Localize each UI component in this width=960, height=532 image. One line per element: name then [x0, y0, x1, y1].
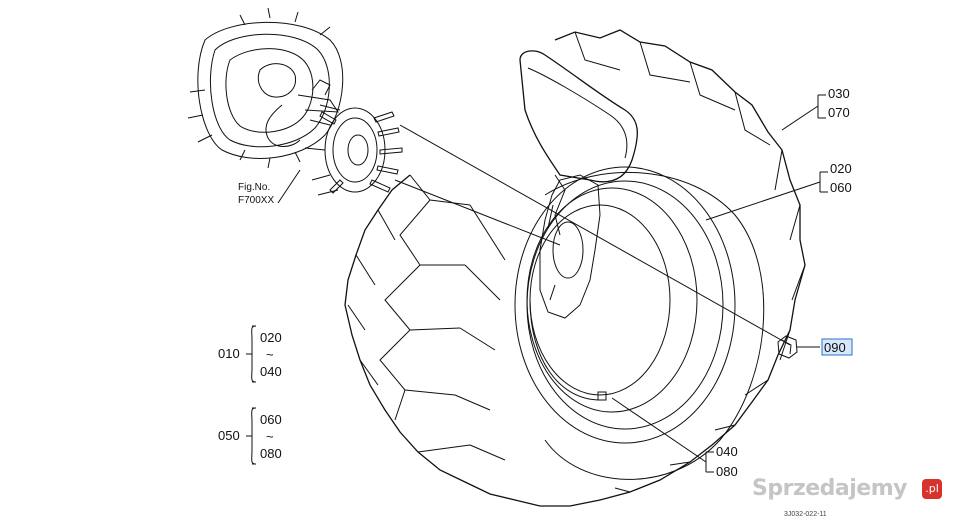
group-010: 010 020 ~ 040	[218, 325, 282, 383]
watermark-text: Sprzedajemy	[752, 476, 908, 501]
callout-090[interactable]: 090	[824, 340, 846, 355]
wheel-rim	[514, 166, 736, 444]
hub-flange	[304, 104, 403, 196]
group-010-tilde: ~	[266, 347, 274, 362]
leader-040-080	[611, 397, 707, 472]
fig-ref-leader	[277, 169, 301, 204]
group-050-to: 080	[260, 446, 282, 461]
callout-070: 070	[828, 105, 850, 120]
valve-stem	[597, 391, 607, 401]
callout-020: 020	[830, 161, 852, 176]
leader-030-070	[781, 95, 819, 131]
group-010-to: 040	[260, 364, 282, 379]
group-050-from: 060	[260, 412, 282, 427]
watermark-badge: .pl	[922, 479, 942, 499]
leader-020-060	[705, 172, 821, 221]
diagram-code: 3J032-022-11	[784, 511, 827, 518]
center-disc	[539, 174, 601, 319]
fig-no-label: Fig.No.	[238, 182, 270, 193]
axle-housing	[187, 7, 344, 169]
group-050-id: 050	[218, 428, 240, 443]
group-050-tilde: ~	[266, 429, 274, 444]
group-050: 050 060 ~ 080	[218, 407, 282, 465]
tire	[344, 29, 806, 507]
callout-060: 060	[830, 180, 852, 195]
callout-080: 080	[716, 464, 738, 479]
fender	[519, 50, 638, 236]
callout-040: 040	[716, 444, 738, 459]
callout-030: 030	[828, 86, 850, 101]
group-010-id: 010	[218, 346, 240, 361]
fig-no-value: F700XX	[238, 195, 274, 206]
group-010-from: 020	[260, 330, 282, 345]
callout-090-highlight[interactable]	[821, 338, 853, 356]
assembly-line-upper	[399, 124, 791, 346]
wheel-nut	[777, 335, 798, 359]
hub-studs	[319, 111, 403, 194]
